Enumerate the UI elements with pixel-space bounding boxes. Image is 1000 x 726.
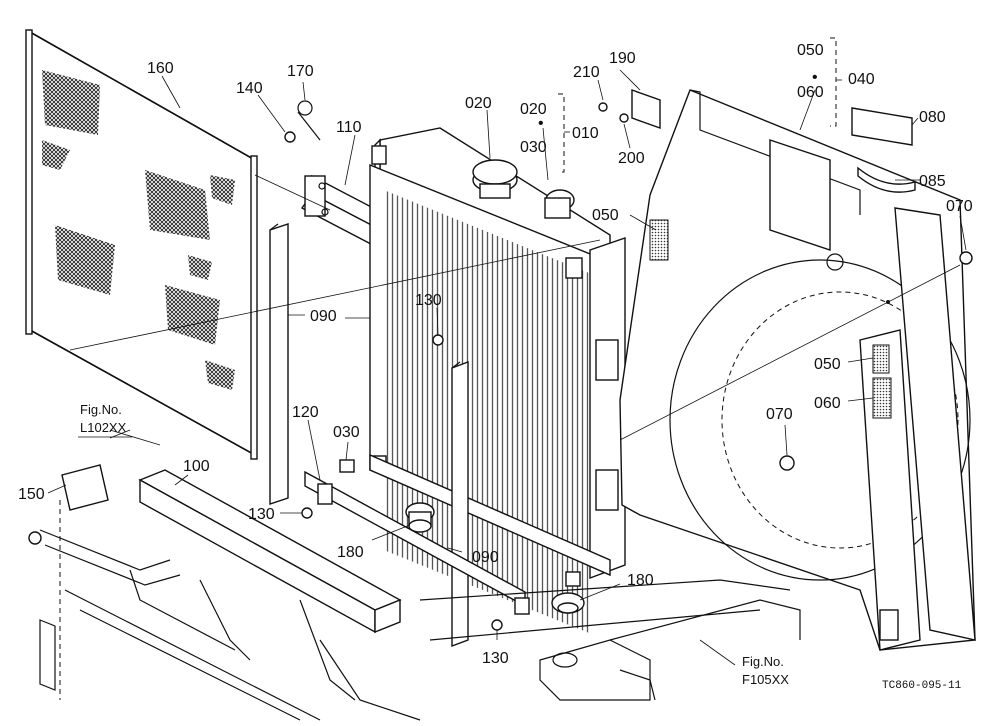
label-030-nut: 030: [333, 424, 360, 441]
radiator-core: [369, 127, 626, 634]
label-050-top: 050: [797, 42, 824, 59]
label-090-center: 090: [472, 549, 499, 566]
fig-ref-left: Fig.No. L102XX: [78, 402, 132, 438]
support-beam: [138, 469, 402, 634]
hardware: [284, 89, 973, 631]
label-160: 160: [147, 60, 174, 77]
svg-text:Fig.No.: Fig.No.: [742, 654, 784, 669]
label-050-right: 050: [814, 356, 841, 373]
label-020-cap: 020: [465, 95, 492, 112]
svg-text:Fig.No.: Fig.No.: [80, 402, 122, 417]
label-130-top: 130: [415, 292, 442, 309]
svg-text:•: •: [538, 115, 544, 132]
label-085: 085: [919, 173, 946, 190]
label-100: 100: [183, 458, 210, 475]
label-030-group: 030: [520, 139, 547, 156]
group-brackets: • •: [538, 37, 842, 173]
label-130-mid: 130: [248, 506, 275, 523]
svg-text:•: •: [812, 69, 818, 86]
label-210: 210: [573, 64, 600, 81]
radiator-screen: [25, 29, 258, 460]
label-070-mid: 070: [766, 406, 793, 423]
label-080: 080: [919, 109, 946, 126]
label-070-top: 070: [946, 198, 973, 215]
label-020-group: 020: [520, 101, 547, 118]
label-180-right: 180: [627, 572, 654, 589]
label-150: 150: [18, 486, 45, 503]
label-060-top: 060: [797, 84, 824, 101]
label-010: 010: [572, 125, 599, 142]
label-170: 170: [287, 63, 314, 80]
svg-text:L102XX: L102XX: [80, 420, 127, 435]
fig-ref-right: Fig.No. F105XX: [742, 654, 789, 687]
lower-bracket: [304, 470, 530, 615]
frame-left: [28, 464, 321, 721]
label-180-left: 180: [337, 544, 364, 561]
svg-text:F105XX: F105XX: [742, 672, 789, 687]
drawing-code: TC860-095-11: [882, 680, 962, 692]
label-040: 040: [848, 71, 875, 88]
frame-right: [299, 579, 801, 721]
label-130-bottom: 130: [482, 650, 509, 667]
fan-shroud: [619, 89, 976, 651]
leader-lines: [47, 69, 967, 666]
side-seal-center: [451, 360, 469, 648]
label-190: 190: [609, 50, 636, 67]
label-060-right: 060: [814, 395, 841, 412]
label-110: 110: [336, 119, 362, 136]
label-050-left: 050: [592, 207, 619, 224]
label-140: 140: [236, 80, 263, 97]
label-120: 120: [292, 404, 319, 421]
side-seal-left: [269, 223, 289, 505]
label-200: 200: [618, 150, 645, 167]
label-090-left: 090: [310, 308, 337, 325]
part-labels: 160 140 170 110 020 020 030 010 210 190 …: [18, 42, 973, 667]
